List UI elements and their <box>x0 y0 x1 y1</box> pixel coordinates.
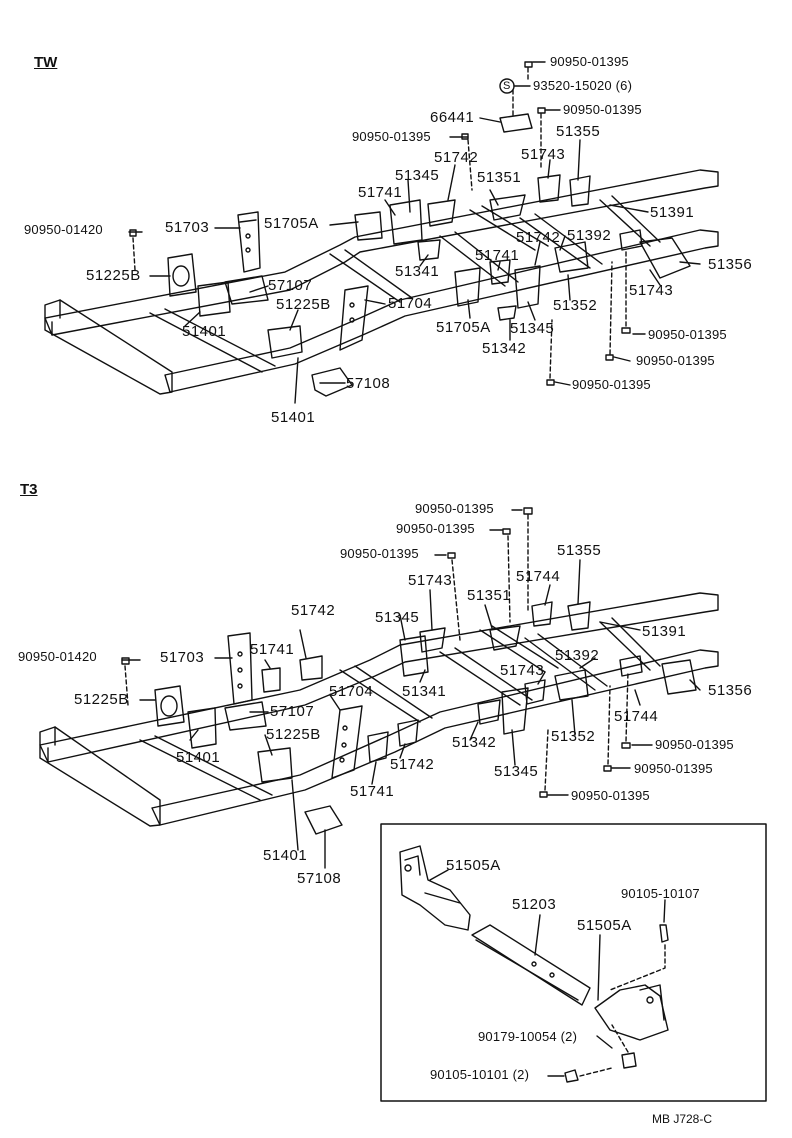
part-label: 90105-10107 <box>621 886 700 901</box>
part-label: 51355 <box>556 123 601 140</box>
part-label: 90950-01395 <box>634 761 713 776</box>
part-label: 51742 <box>434 149 479 166</box>
part-label: 51341 <box>402 683 447 700</box>
part-label: 51741 <box>250 641 295 658</box>
part-label: 51355 <box>557 542 602 559</box>
part-label: 51742 <box>390 756 435 773</box>
section-title-tw: TW <box>34 54 58 71</box>
part-label: 51744 <box>516 568 561 585</box>
part-label: 90950-01395 <box>352 129 431 144</box>
part-label: 90950-01395 <box>563 102 642 117</box>
part-label: 51341 <box>395 263 440 280</box>
part-label: 51705A <box>264 215 319 232</box>
part-label: 51743 <box>629 282 674 299</box>
part-label: 51391 <box>650 204 695 221</box>
part-label: 51345 <box>375 609 420 626</box>
part-label: 51505A <box>446 857 501 874</box>
part-label: 51356 <box>708 256 753 273</box>
part-label: 90950-01395 <box>550 54 629 69</box>
diagram-code: MB J728-C <box>652 1112 713 1126</box>
tw-parts <box>129 61 691 397</box>
section-title-t3: T3 <box>20 481 38 498</box>
part-label: 90950-01395 <box>655 737 734 752</box>
part-label: 51351 <box>477 169 522 186</box>
inset-leaders <box>429 869 666 1077</box>
tw-frame <box>44 169 719 395</box>
part-label: 51225B <box>74 691 129 708</box>
part-label: 51703 <box>165 219 210 236</box>
part-label: 51392 <box>567 227 612 244</box>
part-label: 57108 <box>297 870 342 887</box>
part-label: 51742 <box>291 602 336 619</box>
part-label: 51505A <box>577 917 632 934</box>
part-label: 51743 <box>408 572 453 589</box>
part-label: 90950-01395 <box>648 327 727 342</box>
part-label: 90950-01395 <box>572 377 651 392</box>
t3-frame <box>39 592 719 827</box>
part-label: 51225B <box>86 267 141 284</box>
part-label: 51401 <box>271 409 316 426</box>
part-label: 51225B <box>266 726 321 743</box>
part-label: 93520-15020 (6) <box>533 78 633 93</box>
part-label: 90950-01395 <box>340 546 419 561</box>
part-label: 51401 <box>176 749 221 766</box>
s-mark: S <box>503 80 511 92</box>
part-label: 51342 <box>452 734 497 751</box>
part-label: 51743 <box>500 662 545 679</box>
tw-leaders <box>128 61 701 404</box>
part-label: 51705A <box>436 319 491 336</box>
part-label: 51401 <box>182 323 227 340</box>
part-label: 51703 <box>160 649 205 666</box>
part-label: 51741 <box>475 247 520 264</box>
t3-dashed-leaders <box>124 514 629 791</box>
part-label: 90179-10054 (2) <box>478 1029 578 1044</box>
part-label: 51356 <box>708 682 753 699</box>
part-label: 57107 <box>268 277 313 294</box>
part-label: 90105-10101 (2) <box>430 1067 530 1082</box>
part-label: 51345 <box>510 320 555 337</box>
tw-dashed-leaders <box>132 67 627 379</box>
part-label: 51744 <box>614 708 659 725</box>
part-label: 51351 <box>467 587 512 604</box>
part-label: 51742 <box>516 229 561 246</box>
part-label: 90950-01420 <box>24 222 103 237</box>
part-label: 51203 <box>512 896 557 913</box>
part-label: 51225B <box>276 296 331 313</box>
part-label: 51741 <box>358 184 403 201</box>
part-label: 51704 <box>388 295 433 312</box>
inset-dashed-leaders <box>579 944 666 1077</box>
part-label: 90950-01395 <box>415 501 494 516</box>
part-label: 66441 <box>430 109 475 126</box>
part-label: 51743 <box>521 146 566 163</box>
part-label: 90950-01420 <box>18 649 97 664</box>
t3-leaders <box>121 509 701 869</box>
part-label: 51391 <box>642 623 687 640</box>
part-label: 51345 <box>395 167 440 184</box>
part-label: 90950-01395 <box>396 521 475 536</box>
part-label: 51704 <box>329 683 374 700</box>
part-label: 51741 <box>350 783 395 800</box>
part-label: 51352 <box>551 728 596 745</box>
part-label: 57108 <box>346 375 391 392</box>
part-label: 51345 <box>494 763 539 780</box>
inset-box <box>380 823 767 1102</box>
part-label: 51401 <box>263 847 308 864</box>
part-label: 90950-01395 <box>571 788 650 803</box>
part-label: 51342 <box>482 340 527 357</box>
part-label: 51352 <box>553 297 598 314</box>
inset-parts <box>399 845 669 1083</box>
part-label: 90950-01395 <box>636 353 715 368</box>
part-label: 51392 <box>555 647 600 664</box>
part-label: 57107 <box>270 703 315 720</box>
